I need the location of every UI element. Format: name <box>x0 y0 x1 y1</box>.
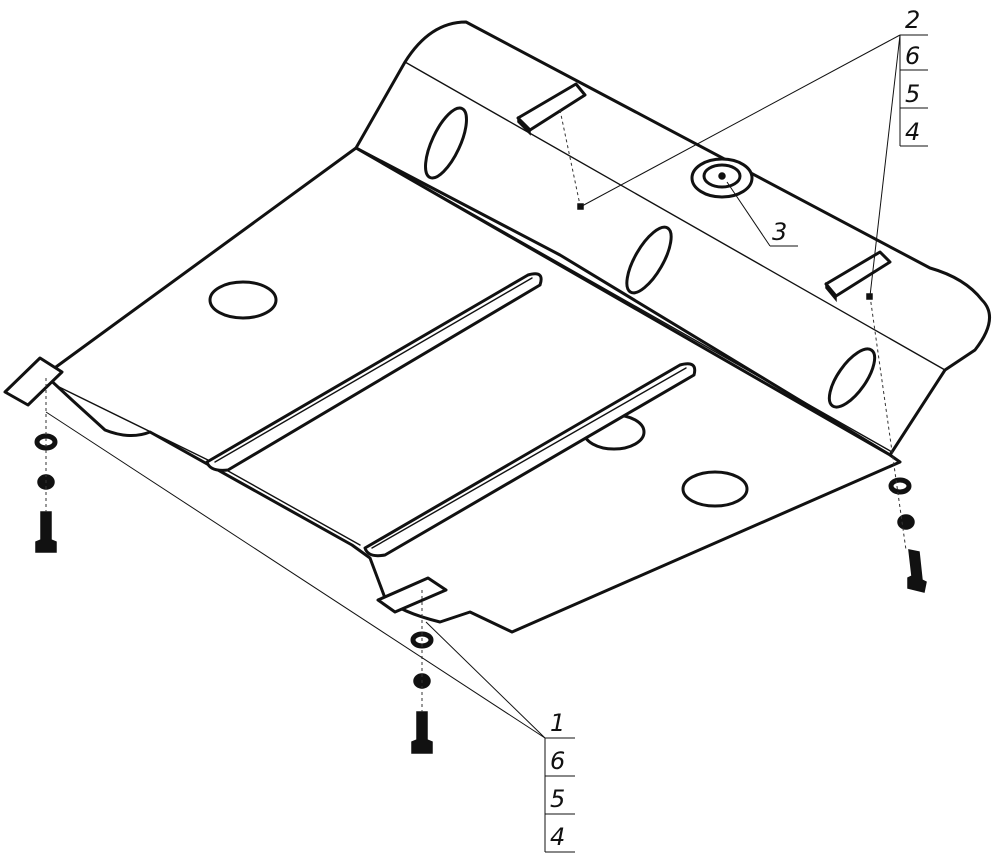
skid-plate <box>43 20 991 634</box>
assembly-axes <box>45 109 907 712</box>
main-panel <box>43 146 902 634</box>
bend-line-lower <box>359 149 893 453</box>
leader-1-to-bottom <box>425 621 546 739</box>
rib-upper-edge <box>214 277 533 463</box>
callout-4-top: 4 <box>905 118 920 146</box>
rib-lower <box>363 362 697 558</box>
callout-3: 3 <box>772 218 787 246</box>
fastener-point-top-middle <box>577 203 584 210</box>
bracket-front-center <box>376 576 448 614</box>
callout-part-3: 3 <box>770 218 798 247</box>
fastener-point-top-right <box>866 293 873 300</box>
leader-2-to-middle <box>581 34 901 207</box>
flat-washer <box>888 477 912 495</box>
slots <box>424 106 877 409</box>
leader-lines <box>45 34 901 739</box>
callout-4-bottom: 4 <box>550 823 565 851</box>
opening-left <box>208 280 278 320</box>
opening-right <box>681 470 749 508</box>
bracket-front-left <box>3 356 64 407</box>
callout-1: 1 <box>550 709 565 737</box>
rib-upper <box>205 272 543 472</box>
leader-1-to-left <box>45 411 546 739</box>
slot-middle <box>625 225 673 295</box>
flat-washer <box>34 433 58 451</box>
bolt <box>35 511 57 553</box>
rib-lower-edge <box>371 367 687 549</box>
bolt <box>411 711 433 754</box>
axis-right <box>869 295 907 551</box>
rear-raised-section <box>354 20 991 457</box>
fastener-set-left <box>34 433 58 553</box>
leader-3 <box>726 181 771 247</box>
drain-plug-center <box>718 172 726 180</box>
bolt <box>907 549 927 593</box>
bracket-top-right-face <box>825 281 837 303</box>
bend-line-upper <box>404 61 946 371</box>
callout-6-top: 6 <box>905 42 920 70</box>
callout-table-bottom: 1 6 5 4 <box>544 709 575 853</box>
callout-table-top: 2 6 5 4 <box>899 6 928 147</box>
callout-6-bottom: 6 <box>550 747 565 775</box>
drain-plug <box>690 157 754 199</box>
leader-2-to-right <box>869 34 901 297</box>
ribs <box>205 272 697 558</box>
callout-2: 2 <box>905 6 920 34</box>
callout-5-bottom: 5 <box>550 785 565 813</box>
axis-top-middle <box>559 109 581 206</box>
slot-right <box>827 347 877 409</box>
bracket-top-middle-face <box>517 116 531 136</box>
fastener-set-right <box>888 477 927 593</box>
callout-5-top: 5 <box>905 80 920 108</box>
spring-washer <box>897 514 915 530</box>
slot-left <box>424 106 468 180</box>
